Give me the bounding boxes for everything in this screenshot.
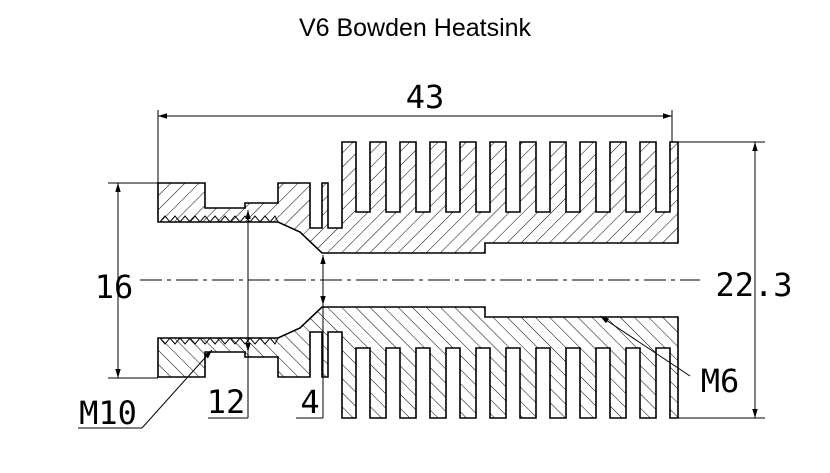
heatsink-bottom-section — [157, 306, 679, 419]
thread-bottom — [159, 337, 279, 345]
leader-m10 — [141, 349, 213, 429]
leader-m6 — [599, 315, 691, 377]
dim-label-thread-od: 16 — [95, 268, 134, 306]
page-title: V6 Bowden Heatsink — [298, 14, 532, 42]
thread-top — [159, 215, 279, 223]
dim-label-fin-od: 22.3 — [715, 266, 792, 304]
dim-label-thread-length: 12 — [207, 383, 246, 421]
dim-label-overall-length: 43 — [406, 78, 445, 116]
callout-inner-thread-spec: M6 — [701, 362, 740, 400]
heatsink-top-section — [157, 141, 679, 254]
callout-thread-spec: M10 — [79, 394, 137, 432]
dim-label-bore: 4 — [300, 383, 319, 421]
